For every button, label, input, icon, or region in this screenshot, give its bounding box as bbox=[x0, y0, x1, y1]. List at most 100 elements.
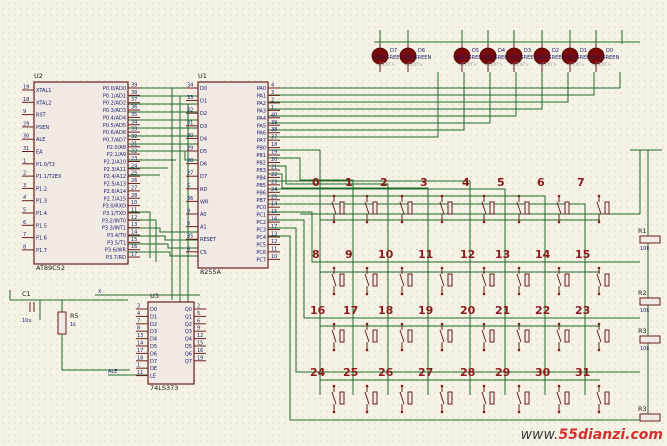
key-label: 0 bbox=[312, 176, 320, 189]
key-30[interactable]: 30 bbox=[535, 366, 570, 414]
pin-number: 6 bbox=[23, 220, 26, 226]
key-label: 28 bbox=[460, 366, 475, 379]
key-0[interactable]: 0 bbox=[312, 176, 345, 224]
key-label: 13 bbox=[495, 248, 510, 261]
key-resistor bbox=[407, 273, 413, 287]
pin-name: PC1 bbox=[256, 213, 266, 219]
pin-name: P0.2/AD2 bbox=[103, 101, 126, 107]
pin-number: 15 bbox=[197, 341, 203, 347]
key-node bbox=[597, 266, 601, 270]
key-8[interactable]: 8 bbox=[312, 248, 345, 296]
pin-name: PC4 bbox=[256, 235, 266, 241]
key-21[interactable]: 21 bbox=[495, 304, 530, 352]
key-7[interactable]: 7 bbox=[577, 176, 610, 224]
key-2[interactable]: 2 bbox=[380, 176, 413, 224]
key-6[interactable]: 6 bbox=[537, 176, 570, 224]
key-3[interactable]: 3 bbox=[420, 176, 453, 224]
key-node bbox=[440, 220, 444, 224]
pin-number: 15 bbox=[131, 237, 137, 243]
key-17[interactable]: 17 bbox=[343, 304, 378, 352]
chip-u2-part: AT89C52 bbox=[36, 264, 65, 272]
key-resistor bbox=[524, 273, 530, 287]
key-switch bbox=[481, 196, 487, 222]
pin-name: P0.5/AD5 bbox=[103, 123, 126, 129]
pin-name: PB2 bbox=[256, 161, 266, 167]
pin-name: EA bbox=[36, 150, 43, 156]
key-resistor bbox=[564, 273, 570, 287]
key-29[interactable]: 29 bbox=[495, 366, 530, 414]
key-28[interactable]: 28 bbox=[460, 366, 495, 414]
pin-name: P1.0/T2 bbox=[36, 162, 55, 168]
key-node bbox=[517, 292, 521, 296]
key-1[interactable]: 1 bbox=[345, 176, 378, 224]
key-label: 19 bbox=[418, 304, 433, 317]
key-14[interactable]: 14 bbox=[535, 248, 570, 296]
key-23[interactable]: 23 bbox=[575, 304, 610, 352]
key-10[interactable]: 10 bbox=[378, 248, 413, 296]
pin-number: 10 bbox=[271, 254, 277, 260]
key-26[interactable]: 26 bbox=[378, 366, 413, 414]
pin-name: PB6 bbox=[256, 190, 266, 196]
key-16[interactable]: 16 bbox=[310, 304, 345, 352]
pin-number: 21 bbox=[271, 164, 277, 170]
resistor-value: 10k bbox=[640, 346, 649, 352]
key-25[interactable]: 25 bbox=[343, 366, 378, 414]
pin-number: 36 bbox=[131, 105, 137, 111]
ale-label: ALE bbox=[108, 369, 117, 375]
key-15[interactable]: 15 bbox=[575, 248, 610, 296]
led-part: LED-GREEN bbox=[374, 55, 403, 61]
pin-number: 19 bbox=[271, 150, 277, 156]
key-switch bbox=[331, 386, 337, 412]
key-27[interactable]: 27 bbox=[418, 366, 453, 414]
key-19[interactable]: 19 bbox=[418, 304, 453, 352]
key-9[interactable]: 9 bbox=[345, 248, 378, 296]
key-5[interactable]: 5 bbox=[497, 176, 530, 224]
key-22[interactable]: 22 bbox=[535, 304, 570, 352]
key-24[interactable]: 24 bbox=[310, 366, 345, 414]
key-node bbox=[440, 348, 444, 352]
key-4[interactable]: 4 bbox=[462, 176, 495, 224]
pin-name: PA1 bbox=[257, 93, 266, 99]
pin-number: 36 bbox=[187, 196, 193, 202]
pin-name: P2.7/A15 bbox=[104, 196, 126, 202]
pin-number: 1 bbox=[271, 105, 274, 111]
pin-number: 11 bbox=[137, 370, 143, 376]
key-resistor bbox=[489, 391, 495, 405]
pin-number: 8 bbox=[137, 326, 140, 332]
key-31[interactable]: 31 bbox=[575, 366, 610, 414]
key-node bbox=[400, 410, 404, 414]
pin-name: PB4 bbox=[256, 175, 266, 181]
key-20[interactable]: 20 bbox=[460, 304, 495, 352]
key-node bbox=[365, 220, 369, 224]
key-label: 15 bbox=[575, 248, 590, 261]
chip-u3-part: 74LS373 bbox=[150, 384, 178, 392]
key-13[interactable]: 13 bbox=[495, 248, 530, 296]
pin-u3-d1: 4D1 bbox=[136, 311, 157, 320]
key-12[interactable]: 12 bbox=[460, 248, 495, 296]
resistor-r3: R3 bbox=[638, 405, 661, 422]
c1-ref: C1 bbox=[22, 290, 31, 298]
pin-name: P1.6 bbox=[36, 236, 47, 242]
key-11[interactable]: 11 bbox=[418, 248, 453, 296]
pin-number: 2 bbox=[23, 171, 26, 177]
pin-name: PA0 bbox=[257, 86, 266, 92]
pin-name: D5 bbox=[150, 344, 157, 350]
key-18[interactable]: 18 bbox=[378, 304, 413, 352]
led-ref: D6 bbox=[418, 48, 425, 54]
key-label: 25 bbox=[343, 366, 358, 379]
pin-u3-q3: 9Q3 bbox=[185, 326, 206, 335]
pin-name: D7 bbox=[200, 174, 207, 180]
pin-number: 10 bbox=[131, 200, 137, 206]
pin-name: P0.4/AD4 bbox=[103, 115, 126, 121]
